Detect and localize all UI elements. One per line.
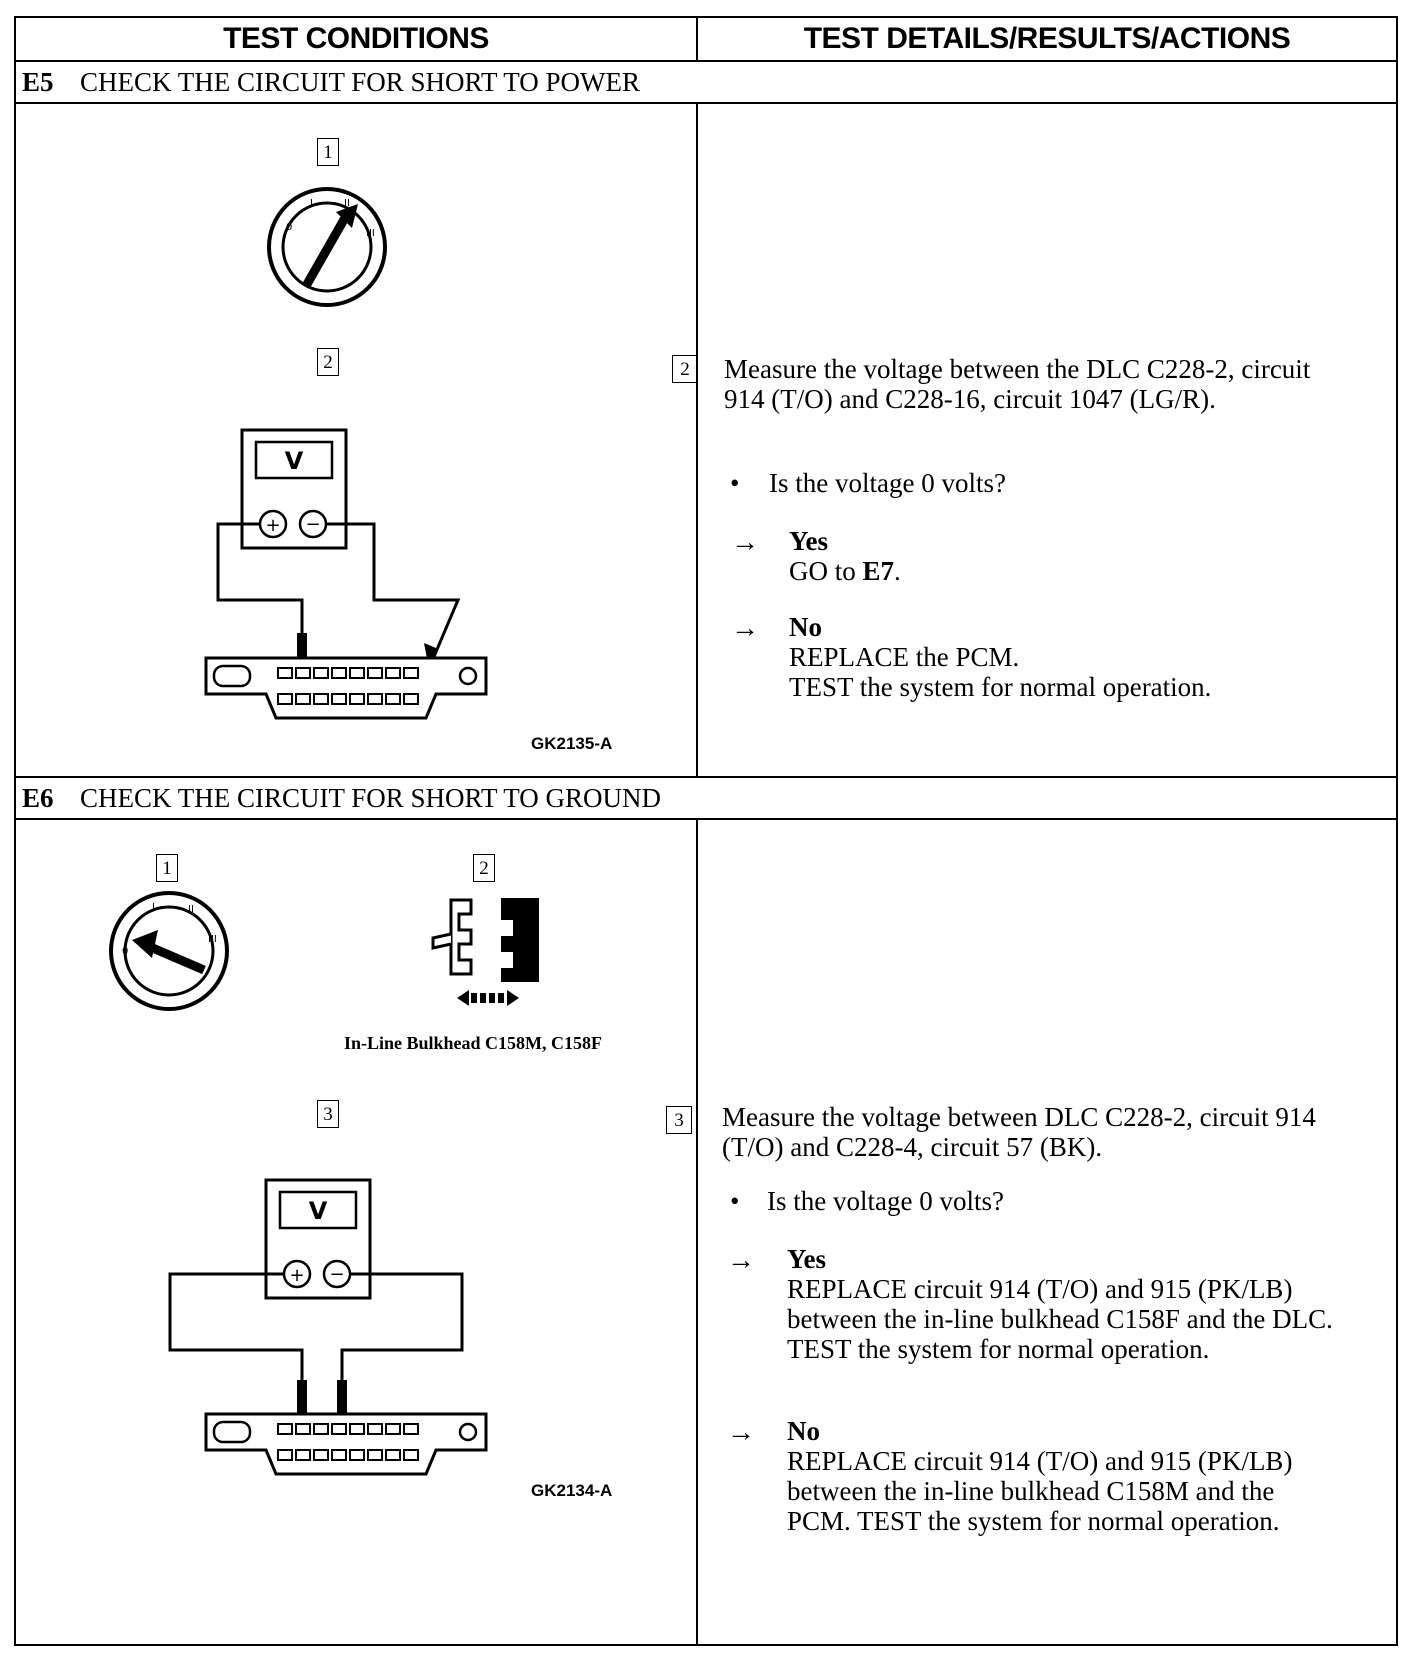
e5-no-line1: REPLACE the PCM.: [789, 642, 1020, 672]
bulkhead-caption: In-Line Bulkhead C158M, C158F: [344, 1033, 603, 1053]
e5-question: Is the voltage 0 volts?: [769, 468, 1006, 498]
voltmeter-to-dlc-diagram: V + −: [204, 428, 488, 720]
voltmeter-label: V: [285, 447, 304, 475]
e5-detail-step-box: 2: [672, 355, 698, 383]
header-test-conditions: TEST CONDITIONS: [16, 18, 698, 62]
e5-no-line2: TEST the system for normal operation.: [789, 672, 1212, 702]
step-e5-title: CHECK THE CIRCUIT FOR SHORT TO POWER: [80, 67, 640, 97]
svg-text:I: I: [152, 902, 155, 913]
e6-step-1-box: 1: [156, 854, 178, 882]
e5-no-arrow-icon: →: [731, 613, 759, 644]
svg-text:II: II: [344, 198, 350, 209]
e6-step-3-box: 3: [317, 1100, 339, 1128]
e5-yes-prefix: GO to: [789, 556, 863, 586]
step-e5-id: E5: [22, 67, 54, 97]
test-procedure-table: TEST CONDITIONS TEST DETAILS/RESULTS/ACT…: [14, 16, 1398, 1646]
svg-text:I: I: [310, 198, 313, 209]
svg-text:+: +: [289, 1265, 304, 1286]
step-e6-title-row: E6 CHECK THE CIRCUIT FOR SHORT TO GROUND: [16, 776, 1396, 820]
e5-bullet-icon: •: [730, 468, 740, 498]
column-divider: [696, 104, 698, 776]
svg-text:0: 0: [286, 222, 292, 233]
e5-step-1-box: 1: [317, 138, 339, 166]
step-e5-title-row: E5 CHECK THE CIRCUIT FOR SHORT TO POWER: [16, 62, 1396, 104]
e6-instruction: Measure the voltage between DLC C228-2, …: [722, 1102, 1316, 1162]
ignition-switch-off-icon: 0 I II III: [109, 891, 229, 1011]
bulkhead-connector-icon: [431, 898, 539, 1006]
svg-text:−: −: [329, 1264, 344, 1285]
e5-instruction: Measure the voltage between the DLC C228…: [724, 354, 1311, 414]
column-divider: [696, 820, 698, 1646]
e5-figure-code: GK2135-A: [531, 734, 613, 753]
svg-text:0: 0: [122, 946, 128, 957]
voltmeter-to-dlc-diagram: V + −: [168, 1178, 488, 1476]
svg-text:II: II: [188, 904, 194, 915]
step-e6-id: E6: [22, 783, 54, 813]
voltmeter-label: V: [309, 1197, 328, 1225]
e5-no-answer: No REPLACE the PCM. TEST the system for …: [789, 612, 1211, 702]
e6-detail-step-box: 3: [666, 1106, 692, 1134]
e6-yes-arrow-icon: →: [727, 1245, 755, 1276]
e6-no-arrow-icon: →: [727, 1417, 755, 1448]
svg-text:−: −: [305, 514, 320, 535]
svg-text:III: III: [366, 228, 375, 239]
e5-step-2-box: 2: [317, 348, 339, 376]
e5-yes-answer: Yes GO to E7.: [789, 526, 901, 586]
svg-text:III: III: [208, 934, 217, 945]
svg-text:+: +: [265, 515, 280, 536]
e6-question: Is the voltage 0 volts?: [767, 1186, 1004, 1216]
ignition-switch-run-icon: 0 I II III: [267, 187, 387, 307]
e5-yes-target: E7: [862, 556, 895, 586]
e5-yes-label: Yes: [789, 526, 828, 556]
e6-yes-text: REPLACE circuit 914 (T/O) and 915 (PK/LB…: [787, 1274, 1333, 1364]
e6-yes-answer: Yes REPLACE circuit 914 (T/O) and 915 (P…: [787, 1244, 1347, 1364]
e5-no-label: No: [789, 612, 822, 642]
step-e6-title: CHECK THE CIRCUIT FOR SHORT TO GROUND: [80, 783, 661, 813]
e6-no-label: No: [787, 1416, 820, 1446]
e6-bullet-icon: •: [730, 1186, 740, 1216]
e6-no-answer: No REPLACE circuit 914 (T/O) and 915 (PK…: [787, 1416, 1327, 1536]
header-test-details: TEST DETAILS/RESULTS/ACTIONS: [698, 18, 1396, 62]
e6-yes-label: Yes: [787, 1244, 826, 1274]
e6-figure-code: GK2134-A: [531, 1481, 613, 1500]
e6-step-2-box: 2: [473, 854, 495, 882]
e5-yes-suffix: .: [894, 556, 901, 586]
e5-yes-arrow-icon: →: [731, 527, 759, 558]
e6-no-text: REPLACE circuit 914 (T/O) and 915 (PK/LB…: [787, 1446, 1293, 1536]
